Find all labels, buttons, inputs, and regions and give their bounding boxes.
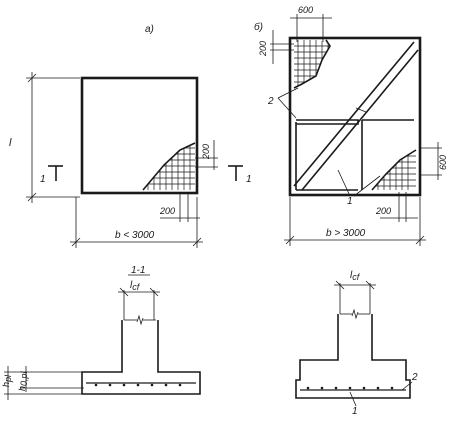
section-right: lcf 2 1 [295, 270, 418, 417]
section-mark-right: 1 [246, 174, 252, 185]
dim-b-b-label: b > 3000 [326, 228, 366, 239]
hpl-label: hpl [1, 374, 13, 387]
rebar-dots-left [94, 383, 182, 387]
callout-1-plan: 1 [347, 196, 353, 207]
panel-a-label: а) [145, 24, 154, 35]
dim-600-b-top: 600 [298, 5, 313, 15]
lcf-label-left: lcf [130, 280, 141, 292]
dim-200-b-bottom: 200 [375, 206, 391, 216]
plan-b: б) [254, 5, 448, 246]
mesh-b-top [294, 40, 330, 88]
footing-outline-left [81, 320, 201, 395]
dim-200-b-left: 200 [258, 41, 268, 57]
break-line-a [142, 142, 196, 191]
callout-2-plan: 2 [267, 96, 274, 107]
dim-l-label: l [9, 137, 12, 149]
break-line-b-bottom [371, 149, 417, 191]
section-mark-left: 1 [40, 174, 46, 185]
diagonal-strip-1 [293, 41, 415, 187]
mesh-a [143, 143, 195, 190]
section-1-1: 1-1 lcf hpl h0,pl [1, 265, 201, 400]
rebar-dots-right [306, 386, 394, 390]
dim-b-a-label: b < 3000 [115, 230, 155, 241]
dim-600-b-right: 600 [438, 155, 448, 170]
panel-b-label: б) [254, 21, 263, 33]
plan-a: а) l 1 1 200 200 [9, 24, 252, 248]
slab-outline-a [80, 76, 199, 195]
slab-outline-b [288, 36, 422, 197]
callout-2-section: 2 [411, 372, 418, 383]
dim-200-a-bottom: 200 [159, 206, 175, 216]
callout-1-section: 1 [352, 406, 358, 417]
dim-200-a-right: 200 [201, 144, 211, 160]
section-title: 1-1 [131, 265, 145, 276]
break-line-b-top [293, 39, 331, 89]
lcf-label-right: lcf [350, 270, 361, 282]
diagonal-strip-2 [301, 49, 419, 191]
h0pl-label: h0,pl [17, 370, 29, 391]
footing-outline-right [295, 314, 411, 399]
